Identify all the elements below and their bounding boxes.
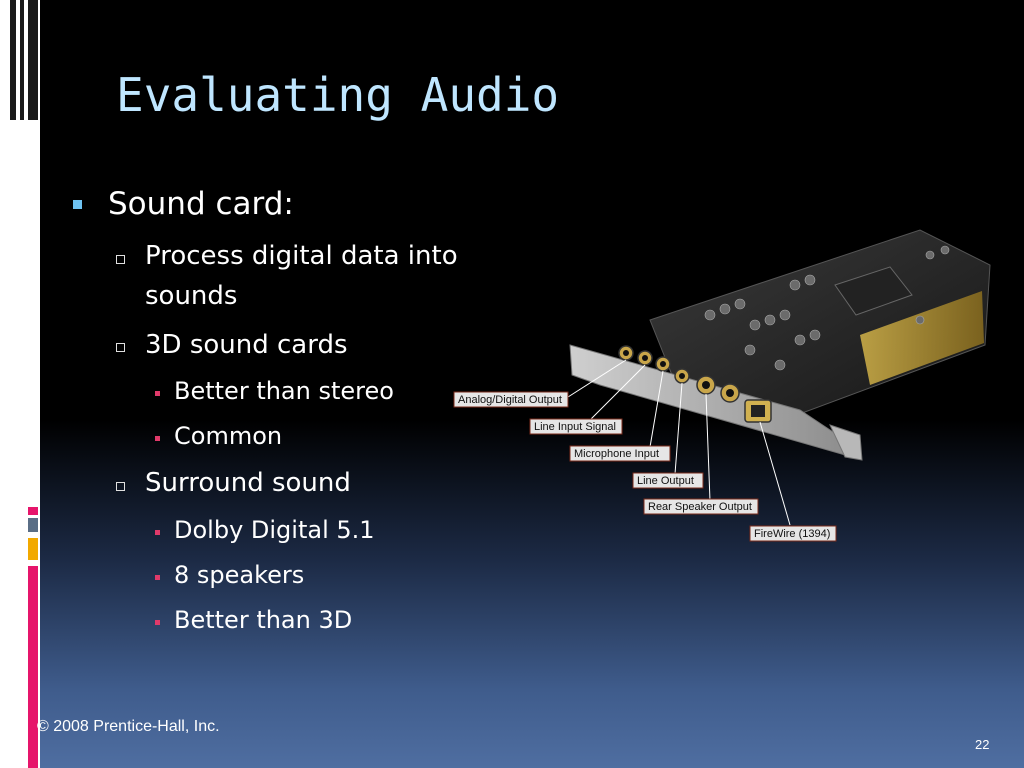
bullet-hollow-square-icon [116, 255, 125, 264]
bullet-small-square-icon [155, 436, 160, 441]
bullet-common: Common [174, 422, 283, 450]
bullet-process: Process digital data into [145, 241, 458, 271]
bullet-sound-card: Sound card: [108, 186, 294, 222]
bullet-dolby: Dolby Digital 5.1 [174, 516, 375, 544]
bullet-small-square-icon [155, 391, 160, 396]
label-firewire: FireWire (1394) [754, 528, 830, 540]
callout-rear-speaker: Rear Speaker Output [643, 498, 759, 515]
audio-jacks [618, 345, 740, 403]
callout-firewire: FireWire (1394) [749, 525, 837, 542]
accent-slate [28, 518, 38, 532]
accent-magenta-long [28, 566, 38, 768]
callout-analog-digital: Analog/Digital Output [453, 391, 569, 408]
strip-bar [10, 0, 16, 120]
bullet-hollow-square-icon [116, 343, 125, 352]
capacitors [704, 245, 950, 371]
page-number: 22 [975, 737, 990, 752]
accent-amber [28, 538, 38, 560]
bullet-small-square-icon [155, 620, 160, 625]
left-decorative-strip [0, 0, 40, 768]
pci-connector [860, 291, 984, 385]
strip-bar [28, 0, 38, 120]
copyright-footer: © 2008 Prentice-Hall, Inc. [37, 718, 220, 735]
bullet-surround-sound: Surround sound [145, 468, 351, 498]
label-microphone: Microphone Input [574, 448, 659, 460]
sound-card-image: Analog/Digital Output Line Input Signal … [453, 229, 991, 542]
bullet-better-stereo: Better than stereo [174, 377, 394, 405]
label-rear-speaker: Rear Speaker Output [648, 501, 752, 513]
label-line-output: Line Output [637, 475, 694, 487]
callout-microphone: Microphone Input [569, 445, 671, 462]
bullet-hollow-square-icon [116, 482, 125, 491]
bullet-small-square-icon [155, 530, 160, 535]
bullet-process-cont: sounds [145, 281, 238, 311]
label-line-input: Line Input Signal [534, 421, 616, 433]
bullet-square-icon [73, 200, 82, 209]
label-analog-digital: Analog/Digital Output [458, 394, 562, 406]
bullet-8-speakers: 8 speakers [174, 561, 305, 589]
bullet-better-3d: Better than 3D [174, 606, 353, 634]
bullet-small-square-icon [155, 575, 160, 580]
callout-line-output: Line Output [632, 472, 704, 489]
bracket-tab [829, 424, 863, 461]
strip-bar [20, 0, 24, 120]
main-chip [834, 266, 913, 316]
accent-magenta-short [28, 507, 38, 515]
slide-title: Evaluating Audio [116, 68, 560, 122]
bullet-3d-sound-cards: 3D sound cards [145, 330, 348, 360]
callout-line-input: Line Input Signal [529, 418, 623, 435]
